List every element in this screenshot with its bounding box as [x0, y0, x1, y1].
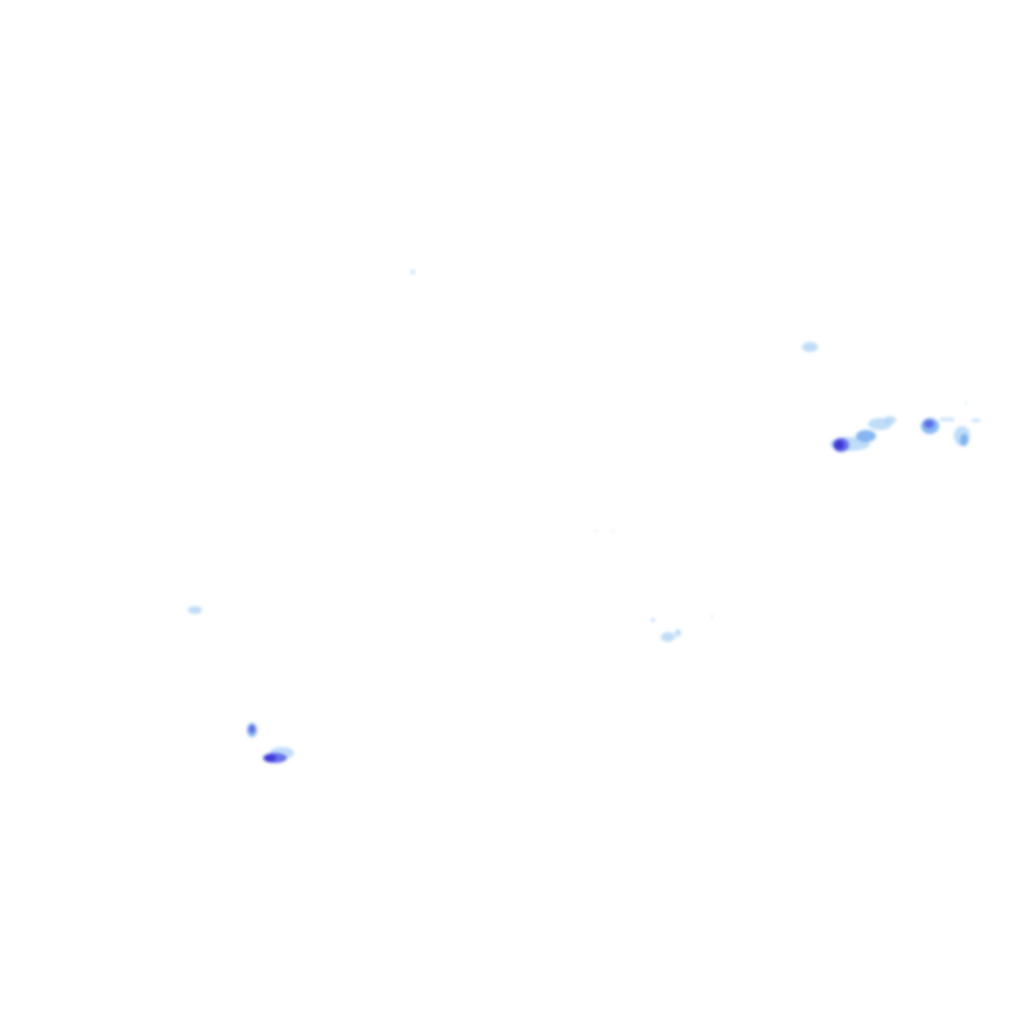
- echo-west-small: [188, 606, 202, 614]
- echo-north-speck: [410, 269, 416, 275]
- echo-east-cell-a: [921, 418, 954, 434]
- echo-east-cell-b: [954, 401, 980, 446]
- precipitation-layer: [188, 269, 980, 763]
- echo-east-core: [833, 438, 849, 452]
- echo-center-small: [595, 530, 714, 642]
- echo-southwest-cell: [247, 723, 257, 737]
- echo-southwest-band: [263, 747, 294, 763]
- echo-northeast-small: [802, 342, 818, 352]
